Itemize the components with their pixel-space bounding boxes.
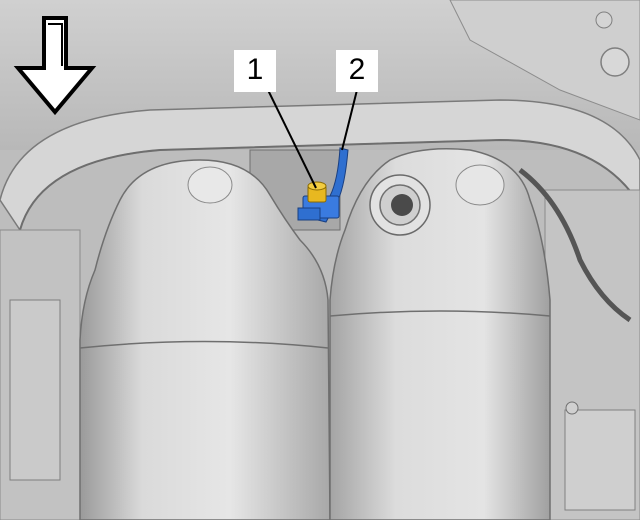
right-bracket <box>564 409 636 511</box>
part-2-harness <box>317 147 349 223</box>
callout-label-1: 1 <box>234 50 276 92</box>
right-bolt <box>565 401 579 415</box>
callout-label-2: 2 <box>336 50 378 92</box>
left-converter-boss <box>187 166 233 204</box>
right-converter-seam <box>329 310 551 317</box>
right-converter-boss <box>455 164 505 206</box>
right-converter <box>329 148 551 520</box>
part-1-nut-top <box>307 181 327 191</box>
upper-right-bracket <box>449 0 640 121</box>
sensor-port-hole <box>391 194 413 216</box>
right-harness <box>518 168 632 323</box>
left-converter <box>79 159 331 520</box>
upper-right-bolt <box>600 47 630 77</box>
callout-1-leader <box>267 89 317 189</box>
left-bracket <box>9 299 61 481</box>
part-2-bracket-tab <box>297 207 321 221</box>
down-arrow-icon <box>13 16 97 116</box>
crossmember-edge <box>19 138 640 231</box>
callout-2-leader <box>341 89 358 151</box>
upper-right-bolt-2 <box>595 11 613 29</box>
left-converter-seam <box>79 340 329 349</box>
